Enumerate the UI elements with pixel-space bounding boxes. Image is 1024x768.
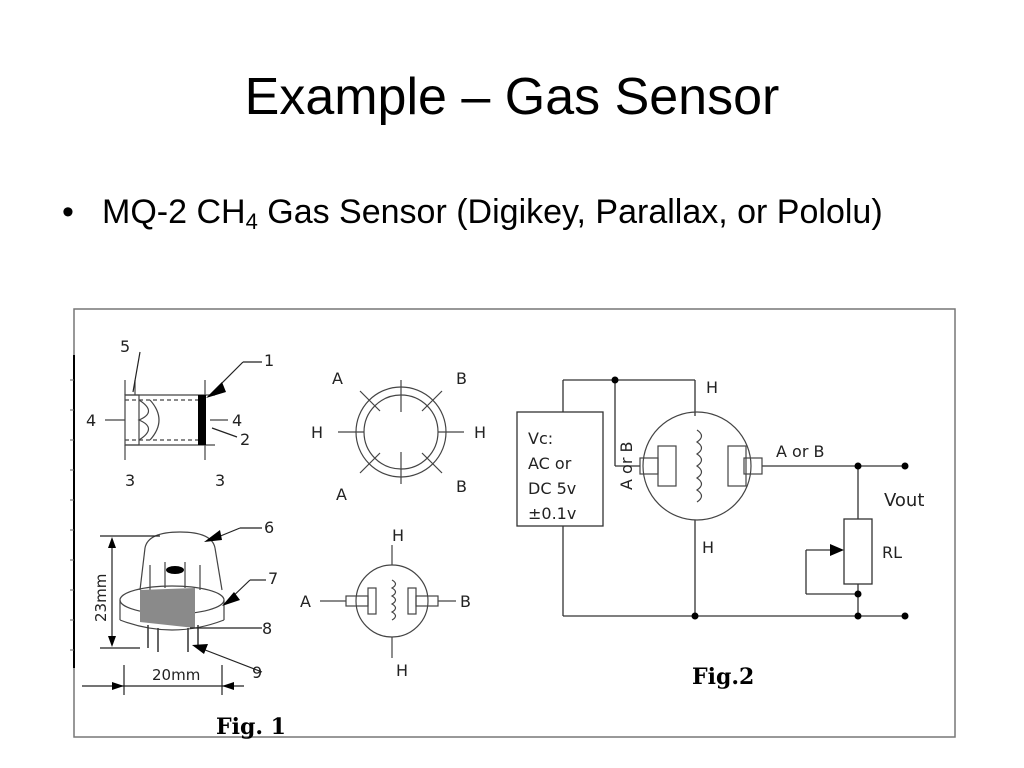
height-label: 23mm (92, 574, 110, 622)
sensor-element (166, 566, 184, 574)
circuit-label-h-top: H (706, 378, 718, 397)
bullet-dot: • (62, 193, 74, 231)
height-arrow-top (108, 537, 116, 548)
bullet-subscript: 4 (245, 209, 258, 234)
power-supply-box (516, 411, 604, 527)
pin-label-b-bottom: B (456, 477, 467, 496)
sensor-resin-band (140, 588, 195, 628)
fig1-caption: Fig. 1 (216, 714, 286, 740)
sensor-symbol-circuit (639, 411, 763, 521)
callout-arrow-7 (222, 592, 240, 606)
a-or-b-vertical-label: A or B (617, 442, 636, 490)
circuit-nodes (611, 376, 909, 620)
sensor-cross-section (105, 380, 228, 460)
slide-title: Example – Gas Sensor (244, 68, 780, 126)
symbol-label-h-bottom: H (396, 661, 408, 680)
height-arrow-bottom (108, 636, 116, 647)
bullet-text-start: MQ-2 CH (102, 193, 246, 231)
bullet-text-end: Gas Sensor (Digikey, Parallax, or Pololu… (257, 193, 883, 231)
callout-8: 8 (262, 619, 272, 638)
width-dimension (82, 665, 244, 695)
callout-4-right: 4 (232, 411, 242, 430)
symbol-label-b: B (460, 592, 471, 611)
supply-line-1: Vc: (528, 429, 553, 448)
sensor-end-cap (198, 395, 206, 445)
left-ticks (70, 379, 74, 651)
callout-2: 2 (240, 430, 250, 449)
supply-line-2: AC or (528, 454, 572, 473)
callout-7: 7 (268, 569, 278, 588)
callout-arrow-1 (206, 382, 226, 398)
vout-label: Vout (884, 490, 924, 511)
symbol-label-h-top: H (392, 526, 404, 545)
circuit-label-h-bottom: H (702, 538, 714, 557)
callout-9: 9 (252, 663, 262, 682)
width-arrow-right (222, 682, 234, 690)
callout-3-right: 3 (215, 471, 225, 490)
fig2-caption: Fig.2 (692, 664, 754, 690)
circuit-wires (562, 379, 905, 617)
pin-diagram (338, 380, 464, 484)
supply-line-3: DC 5v (528, 479, 576, 498)
sensor-symbol (320, 545, 456, 658)
rl-label: RL (882, 543, 902, 562)
wiper-arrow (830, 544, 844, 556)
pin-label-h-right: H (474, 423, 486, 442)
callout-1: 1 (264, 351, 274, 370)
figure-frame (73, 308, 956, 738)
width-label: 20mm (152, 666, 200, 684)
callout-arrow-6 (204, 530, 222, 542)
callout-4-left: 4 (86, 411, 96, 430)
callout-arrow-9 (192, 644, 208, 654)
load-resistor (843, 518, 873, 585)
callout-3-left: 3 (125, 471, 135, 490)
pin-label-a-bottom: A (336, 485, 347, 504)
symbol-label-a: A (300, 592, 311, 611)
sensor-pins (147, 625, 199, 652)
pin-label-b-top: B (456, 369, 467, 388)
supply-line-4: ±0.1v (528, 504, 576, 523)
pin-label-a-top: A (332, 369, 343, 388)
a-or-b-label: A or B (776, 442, 824, 461)
height-dimension (100, 535, 160, 649)
callout-5: 5 (120, 337, 130, 356)
bullet-text: MQ-2 CH4 Gas Sensor (Digikey, Parallax, … (102, 190, 942, 235)
width-arrow-left (112, 682, 124, 690)
callout-6: 6 (264, 518, 274, 537)
pin-label-h-left: H (311, 423, 323, 442)
